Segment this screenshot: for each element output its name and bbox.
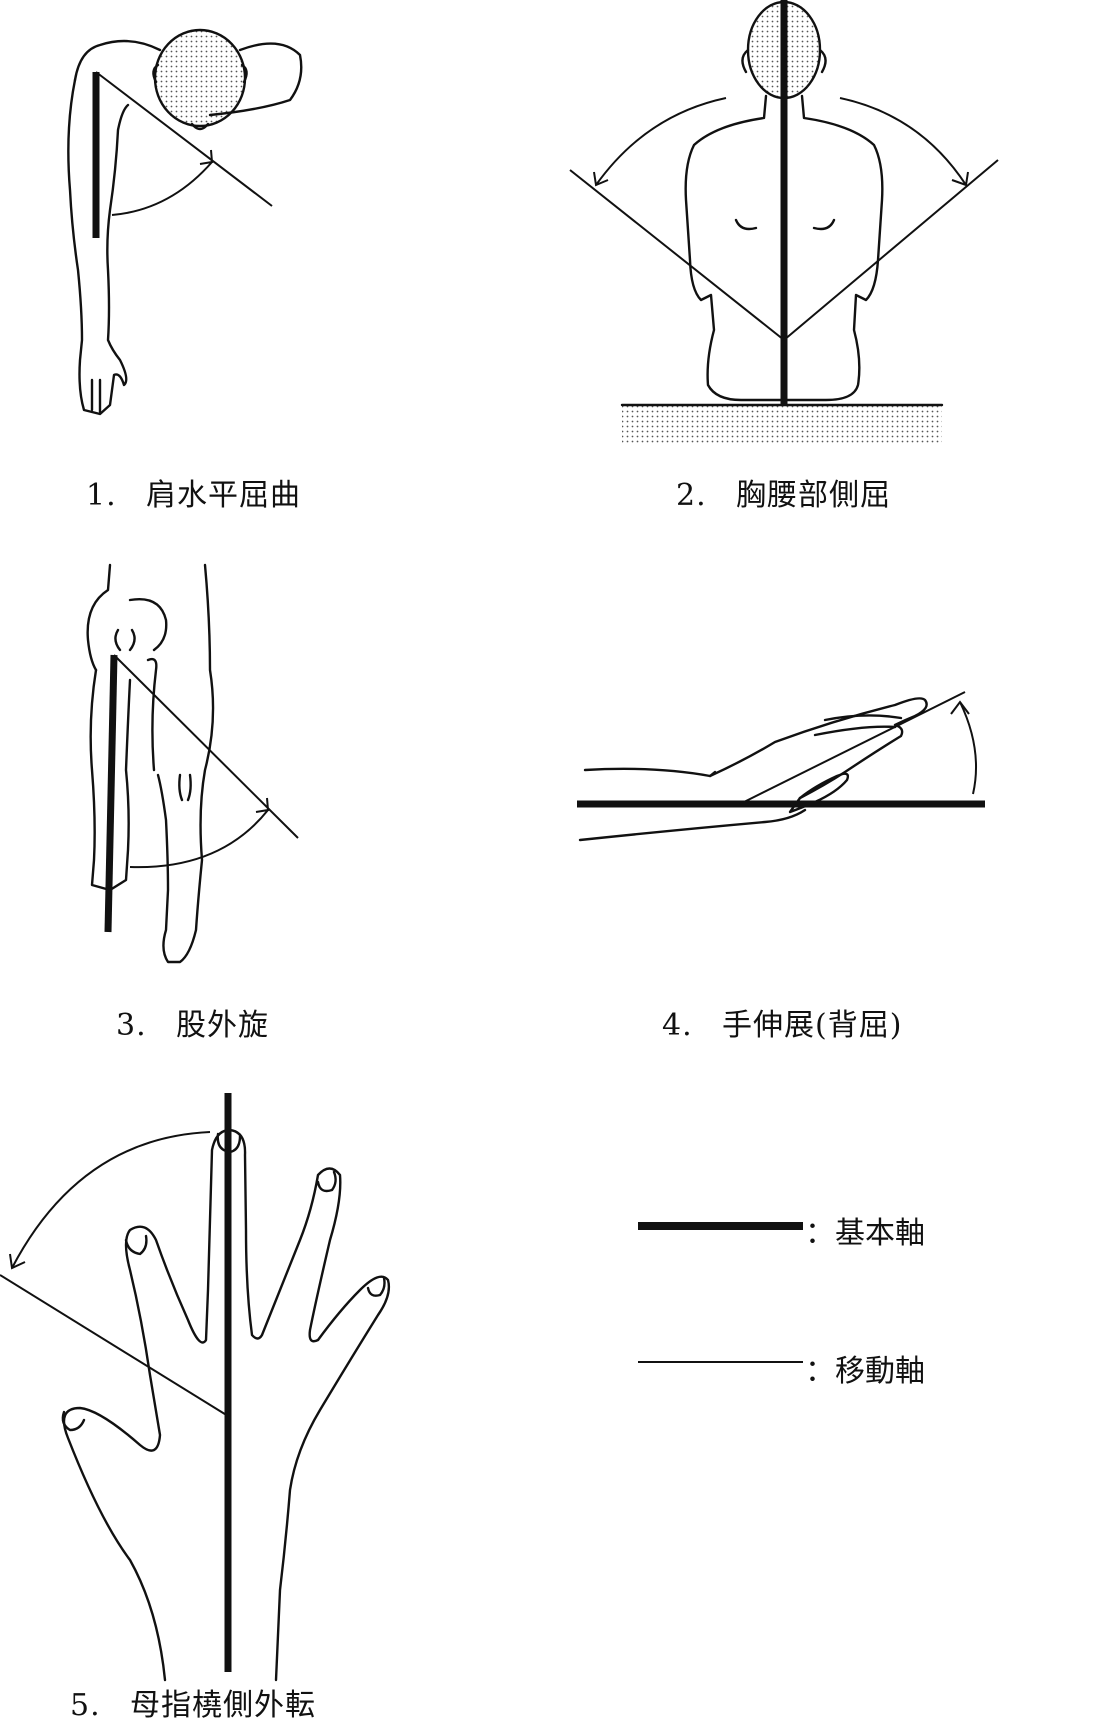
legend-basic-axis-swatch xyxy=(638,1222,803,1230)
figure-3-illustration xyxy=(86,563,299,964)
forearm xyxy=(583,767,717,778)
moving-axis-line-left xyxy=(569,169,785,341)
hand xyxy=(708,697,928,800)
legend-moving-axis-label: ：移動軸 xyxy=(805,1354,925,1389)
legend-basic-axis-label: ：基本軸 xyxy=(805,1216,925,1251)
figure-5-illustration xyxy=(0,1093,391,1682)
figure-1-illustration xyxy=(67,28,303,416)
figure-2-caption: 2.胸腰部側屈 xyxy=(676,478,891,513)
legend-moving-axis-swatch xyxy=(638,1361,803,1363)
figure-5-caption: 5.母指橈側外転 xyxy=(70,1688,316,1723)
arrow-arc-left xyxy=(595,97,727,186)
figure-1-caption: 1.肩水平屈曲 xyxy=(86,478,301,513)
arrow-arc xyxy=(11,1131,211,1269)
arrow-arc xyxy=(959,701,978,795)
figure-4-illustration xyxy=(577,691,985,842)
upper-arm xyxy=(67,78,130,416)
thigh xyxy=(86,563,112,672)
arrow-arc-right xyxy=(839,97,967,186)
shoulders xyxy=(73,39,162,82)
floor xyxy=(622,405,942,443)
lower-leg xyxy=(89,668,132,892)
thumb-nail xyxy=(61,1410,86,1432)
figure-3-caption: 3.股外旋 xyxy=(116,1008,269,1043)
moving-axis-line xyxy=(95,71,273,207)
arrow-arc xyxy=(129,809,269,869)
moving-axis-line xyxy=(739,691,966,805)
moving-axis-line xyxy=(0,1274,229,1417)
moving-axis-line xyxy=(113,654,299,839)
basic-axis-line xyxy=(104,654,118,933)
moving-axis-line-right xyxy=(783,159,999,341)
figure-2-illustration xyxy=(569,0,999,443)
figure-4-caption: 4.手伸展(背屈) xyxy=(662,1008,903,1043)
arrow-arc xyxy=(111,161,213,216)
